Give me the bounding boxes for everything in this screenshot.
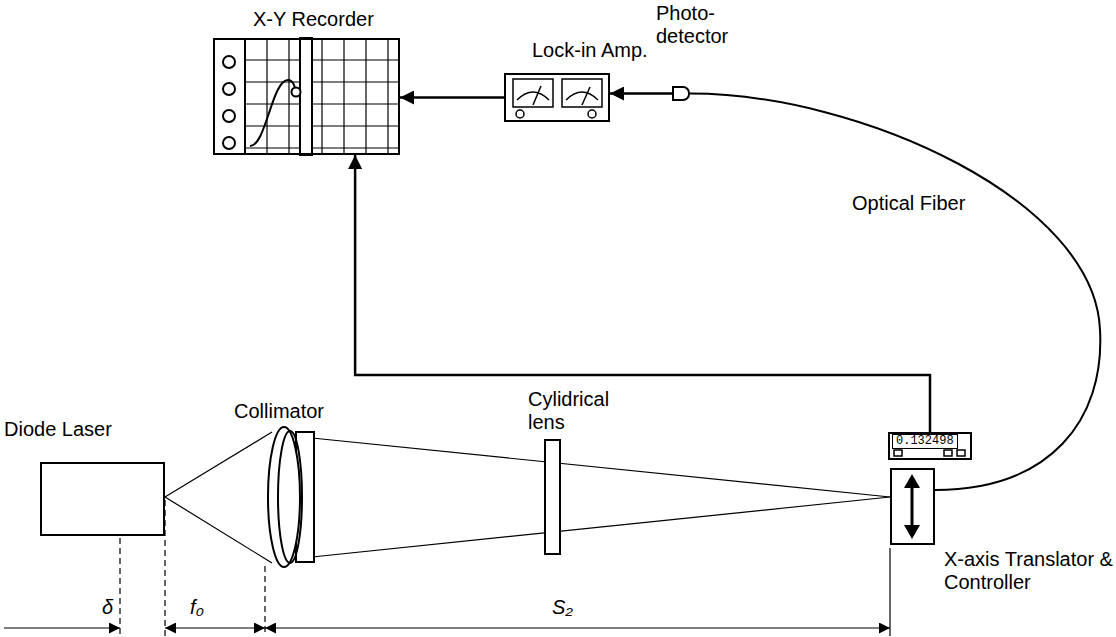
recorder-panel [223, 38, 400, 155]
translator-arrow [904, 474, 920, 539]
dimension-symbol: δ [102, 596, 132, 619]
device-label: X-axis Translator & Controller [944, 548, 1116, 594]
lock-in-meters [513, 79, 602, 118]
controller-display: 0.132498 [888, 432, 972, 460]
x-axis-translator: X-axis Translator & Controller [890, 468, 935, 545]
dimension-symbol: S₂ [552, 596, 592, 619]
device-label: Photo- detector [656, 2, 746, 48]
xy-recorder-body [213, 38, 400, 155]
display-readout: 0.132498 [892, 434, 958, 449]
diode-laser: Diode Laser [40, 462, 165, 536]
collimator-lens [268, 427, 314, 567]
edge-label: Optical Fiber [850, 192, 967, 215]
part-name: Cylidrical lens [528, 388, 628, 434]
diode-laser-body [40, 462, 165, 536]
device-label: Diode Laser [4, 418, 164, 441]
controller-buttons [894, 450, 965, 456]
dimension-lines [4, 500, 890, 636]
optical-fiber [690, 94, 1100, 491]
lock-in-amplifier: Lock-in Amp. [504, 73, 610, 122]
cylindrical-lens [545, 440, 560, 554]
dimension-symbol: f₀ [190, 596, 230, 619]
lock-in-amplifier-body [504, 73, 610, 122]
part-name: Collimator [234, 400, 374, 423]
signal-wire [610, 92, 672, 95]
photodetector: Photo- detector [672, 86, 690, 101]
x-axis-translator-body [890, 468, 935, 545]
xy-recorder: X-Y Recorder [213, 38, 400, 155]
signal-wire [355, 155, 930, 432]
photodetector-body [672, 86, 690, 101]
signal-wire [400, 96, 504, 99]
device-label: X-Y Recorder [253, 8, 453, 31]
